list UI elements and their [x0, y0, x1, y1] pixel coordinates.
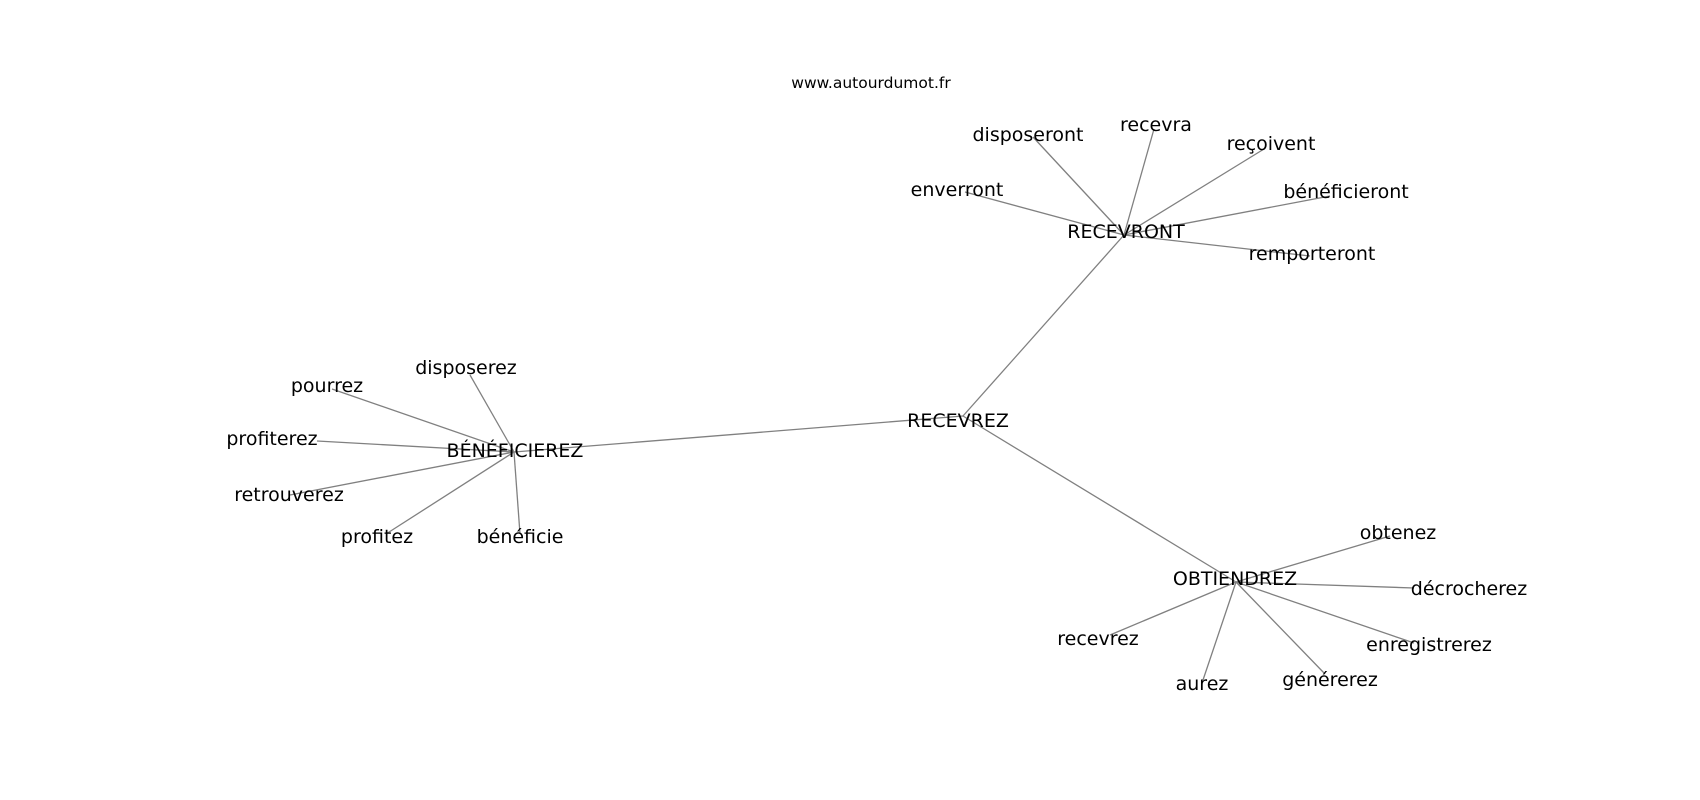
graph-labels: RECEVREZ RECEVRONT BÉNÉFICIEREZ OBTIENDREZ d…: [226, 114, 1527, 695]
node-label-enverront[interactable]: enverront: [911, 179, 1004, 201]
graph-edge-beneficierez-retrouverez: [289, 451, 515, 496]
graph-edge-recevront-remporteront: [1123, 234, 1311, 257]
graph-edge-obtiendrez-decrocherez: [1235, 581, 1415, 589]
graph-edge-beneficierez-beneficie: [513, 451, 521, 535]
node-label-enregistrerez[interactable]: enregistrerez: [1366, 634, 1492, 656]
graph-edge-recevront-beneficieront: [1123, 195, 1331, 236]
node-label-recevrez[interactable]: RECEVREZ: [907, 410, 1009, 432]
graph-edge-recevront-recevra: [1123, 128, 1155, 236]
graph-edge-obtiendrez-genererez: [1235, 581, 1326, 675]
node-label-aurez[interactable]: aurez: [1176, 673, 1229, 695]
node-label-recevra[interactable]: recevra: [1120, 114, 1192, 136]
graph-edge-obtiendrez-enregistrerez: [1235, 581, 1415, 644]
node-label-obtiendrez[interactable]: OBTIENDREZ: [1173, 568, 1297, 590]
graph-edge-recevront-enverront: [964, 191, 1125, 236]
node-label-decrocherez[interactable]: décrocherez: [1411, 578, 1527, 600]
node-label-disposerez[interactable]: disposerez: [415, 357, 517, 379]
graph-edge-recevrez-obtiendrez: [962, 415, 1237, 583]
node-label-remporteront[interactable]: remporteront: [1249, 243, 1376, 265]
node-label-pourrez[interactable]: pourrez: [291, 375, 363, 397]
node-label-recevront[interactable]: RECEVRONT: [1067, 221, 1185, 243]
graph-edge-beneficierez-profitez: [385, 451, 515, 535]
graph-edge-beneficierez-pourrez: [331, 388, 515, 453]
node-label-beneficie[interactable]: bénéficie: [477, 526, 564, 548]
node-label-beneficierez[interactable]: BÉNÉFICIEREZ: [447, 439, 584, 462]
graph-edge-recevront-recoivent: [1123, 148, 1265, 236]
graph-edges: [289, 128, 1415, 681]
graph-edge-obtiendrez-recevrez2: [1109, 581, 1237, 636]
node-label-obtenez[interactable]: obtenez: [1360, 522, 1437, 544]
node-label-genererez[interactable]: générerez: [1282, 669, 1378, 691]
site-watermark: www.autourdumot.fr: [791, 74, 951, 92]
graph-edge-recevront-disposeront: [1032, 136, 1125, 236]
graph-edge-recevrez-beneficierez: [513, 415, 964, 453]
graph-edge-obtiendrez-obtenez: [1235, 535, 1391, 583]
node-label-disposeront[interactable]: disposeront: [972, 124, 1083, 146]
graph-edge-obtiendrez-aurez: [1202, 581, 1237, 681]
graph-edge-beneficierez-profiterez: [316, 440, 515, 453]
node-label-profitez[interactable]: profitez: [341, 526, 413, 548]
node-label-beneficieront[interactable]: bénéficieront: [1283, 181, 1408, 203]
node-label-recevrez2[interactable]: recevrez: [1057, 628, 1139, 650]
graph-edge-beneficierez-disposerez: [469, 374, 515, 453]
node-label-recoivent[interactable]: reçoivent: [1227, 133, 1316, 155]
graph-edge-recevrez-recevront: [962, 234, 1125, 417]
node-label-profiterez[interactable]: profiterez: [226, 428, 317, 450]
node-label-retrouverez[interactable]: retrouverez: [234, 484, 344, 506]
